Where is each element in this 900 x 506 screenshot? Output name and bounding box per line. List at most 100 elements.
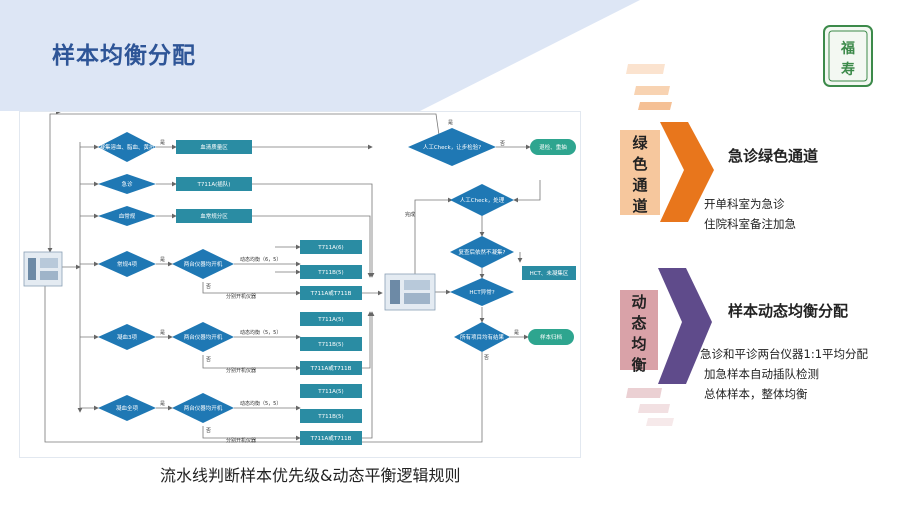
- label-d1: 凝集溶血、脂血、黄疸: [99, 143, 155, 151]
- diamond-manual-check2: [450, 184, 514, 216]
- diamond-both-on-3: [172, 393, 234, 423]
- dynamic-heading: 样本动态均衡分配: [728, 302, 849, 320]
- green-channel-tag-bg: [620, 130, 660, 215]
- diamond-coag-full: [98, 395, 156, 421]
- label-redo: 复查后依然不凝集?: [459, 248, 506, 256]
- label-manual-check: 人工Check，让步检验?: [423, 143, 481, 151]
- edge-yes-6: 是: [514, 330, 519, 336]
- box-t711a-5-a: [300, 312, 362, 326]
- flowchart-canvas: 凝集溶血、脂血、黄疸 急诊 血常规 常规4项 凝血3项 凝血全项 两台仪器均开机…: [23, 113, 576, 445]
- label-d9: 两台仪器均开机: [184, 404, 223, 412]
- edge-no-5: 否: [484, 355, 489, 361]
- diamond-manual-check: [408, 128, 496, 166]
- green-channel-line-2: 住院科室备注加急: [704, 217, 796, 231]
- edge-split1: 分别开机仪器: [226, 293, 256, 300]
- box-hct: [522, 266, 576, 280]
- analyzer-middle-icon: [384, 273, 436, 311]
- label-d5: 两台仪器均开机: [184, 260, 223, 268]
- label-all-done: 所有项目均有结果: [460, 333, 505, 341]
- label-hct: HCT异常?: [469, 288, 494, 296]
- edge-yes-5: 是: [448, 120, 453, 126]
- edge-dyn2: 动态均衡（5，5）: [240, 329, 281, 336]
- edge-split3: 分别开机仪器: [226, 437, 256, 444]
- edge-no-1: 否: [500, 141, 505, 147]
- dynamic-chevron: [658, 268, 712, 384]
- edge-yes-2: 是: [160, 257, 165, 263]
- diamond-all-done: [454, 322, 510, 352]
- svg-text:福: 福: [840, 40, 855, 57]
- box-t711b-5-b: [300, 337, 362, 351]
- tag-char: 绿: [632, 134, 648, 152]
- label-b6: T711A或T711B: [310, 289, 352, 297]
- label-b1: 血清质量区: [200, 143, 228, 151]
- label-b3: 血常规分区: [200, 212, 228, 220]
- tag-char: 色: [632, 155, 648, 173]
- diamond-hemolysis: [98, 132, 156, 162]
- flowchart: 凝集溶血、脂血、黄疸 急诊 血常规 常规4项 凝血3项 凝血全项 两台仪器均开机…: [19, 111, 581, 458]
- stack-bar-3: [638, 102, 672, 110]
- label-b5: T711B(5): [317, 270, 343, 276]
- label-hct-box: HCT、未凝集区: [530, 269, 569, 277]
- edge-dyn1: 动态均衡（6，5）: [240, 256, 281, 263]
- tag-char: 通: [632, 176, 648, 194]
- green-channel-heading: 急诊绿色通道: [728, 147, 819, 165]
- edge-dyn3: 动态均衡（5，5）: [240, 400, 281, 407]
- label-d7: 两台仪器均开机: [184, 333, 223, 341]
- box-blood-routine: [176, 209, 252, 223]
- svg-text:寿: 寿: [841, 61, 855, 78]
- diamond-coag3: [98, 324, 156, 350]
- flowchart-caption: 流水线判断样本优先级&动态平衡逻辑规则: [160, 466, 461, 485]
- green-channel-tag: 绿 色 通 道: [630, 133, 650, 217]
- box-return: [530, 139, 576, 155]
- box-t711a-5-b: [300, 384, 362, 398]
- dynamic-line-1: 急诊和平诊两台仪器1:1平均分配: [700, 347, 869, 361]
- stack-bar-2: [634, 86, 670, 95]
- page-title: 样本均衡分配: [52, 43, 196, 69]
- label-d3: 血常规: [119, 212, 136, 220]
- label-b10: T711A(5): [317, 389, 343, 395]
- tag-char: 态: [631, 314, 647, 332]
- box-t711a-or-b-3: [300, 431, 362, 445]
- label-b12: T711A或T711B: [310, 434, 352, 442]
- green-channel-chevron: [660, 122, 714, 222]
- edge-split2: 分别开机仪器: [226, 367, 256, 374]
- diamond-redo: [450, 236, 514, 268]
- edge-yes-3: 是: [160, 330, 165, 336]
- label-b7: T711A(5): [317, 317, 343, 323]
- edge-no-4: 否: [206, 428, 211, 434]
- tag-char: 衡: [631, 356, 647, 374]
- diamond-blood-routine: [98, 206, 156, 226]
- diamond-emergency: [98, 174, 156, 194]
- box-t711b-5-c: [300, 409, 362, 423]
- label-d4: 常规4项: [117, 260, 137, 268]
- label-d2: 急诊: [121, 180, 133, 188]
- box-t711a-6: [300, 240, 362, 254]
- diamond-hct: [450, 278, 514, 306]
- box-t711a-or-b-2: [300, 361, 362, 375]
- label-archive: 样本归档: [540, 333, 563, 341]
- label-b8: T711B(5): [317, 342, 343, 348]
- label-b4: T711A(6): [317, 245, 343, 251]
- diamond-both-on-1: [172, 249, 234, 279]
- tag-char: 道: [632, 197, 648, 215]
- box-t711a-or-b-1: [300, 286, 362, 300]
- label-manual-check2: 人工Check，处理: [460, 196, 505, 204]
- diamond-routine4: [98, 251, 156, 277]
- edge-complete: 完成: [405, 211, 415, 218]
- tag-char: 动: [631, 293, 647, 311]
- stack-bar-6: [646, 418, 674, 426]
- logo: 福 寿: [823, 25, 873, 87]
- stack-bar-5: [638, 404, 670, 413]
- stack-bar-1: [626, 64, 665, 74]
- box-archive: [528, 329, 574, 345]
- label-b2: T711A(插队): [197, 180, 231, 188]
- analyzer-left-icon: [23, 251, 63, 287]
- edge-yes-1: 是: [160, 140, 165, 146]
- box-t711a-priority: [176, 177, 252, 191]
- dynamic-tag-bg: [620, 290, 658, 370]
- stack-bar-4: [626, 388, 662, 398]
- label-b9: T711A或T711B: [310, 364, 352, 372]
- tag-char: 均: [631, 335, 647, 353]
